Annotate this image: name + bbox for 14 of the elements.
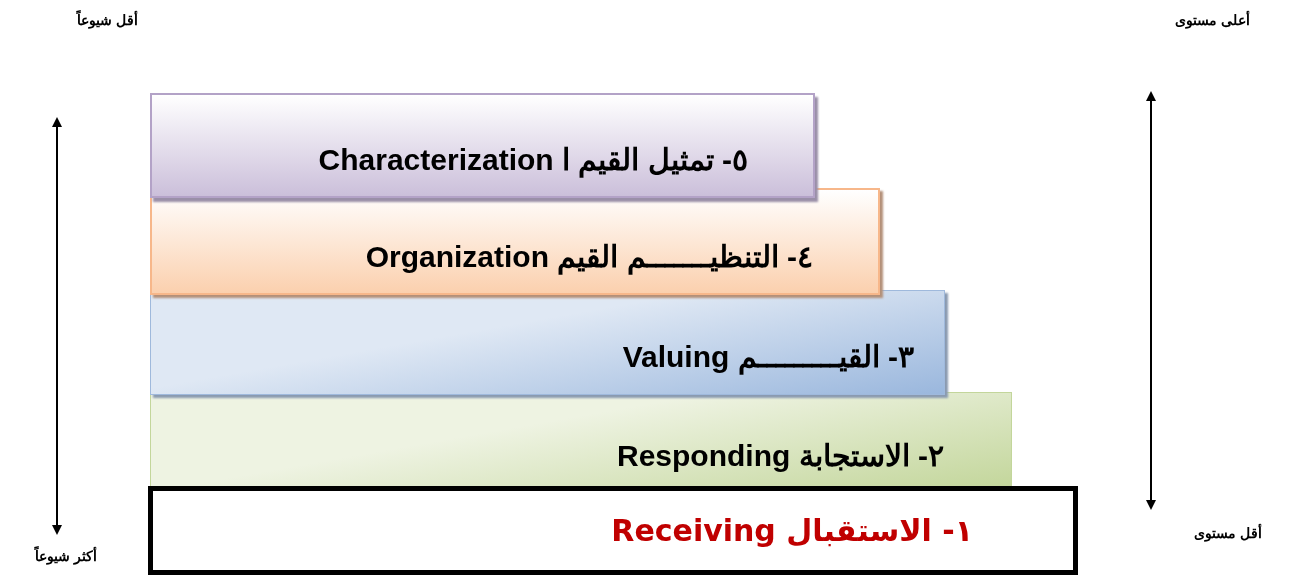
axis-label: أقل شيوعاً [77,12,138,28]
level-label: ٣- القيـــــــــم Valuing [622,339,914,374]
level-label: ٤- التنظيـــــــم القيم Organization [365,239,813,274]
level-box [150,93,815,198]
level-label: ١- الاستقبال Receiving [611,513,973,548]
level-box [148,486,1078,575]
level-box [150,290,945,395]
level-label: ٥- تمثيل القيم ا Characterization [318,142,748,177]
axis-label: أكثر شيوعاً [35,548,97,564]
level-box [150,188,880,295]
axis-label: أقل مستوى [1194,525,1262,541]
level-label: ٢- الاستجابة Responding [617,438,944,473]
axis-label: أعلى مستوى [1175,12,1250,28]
level-box [150,392,1012,489]
